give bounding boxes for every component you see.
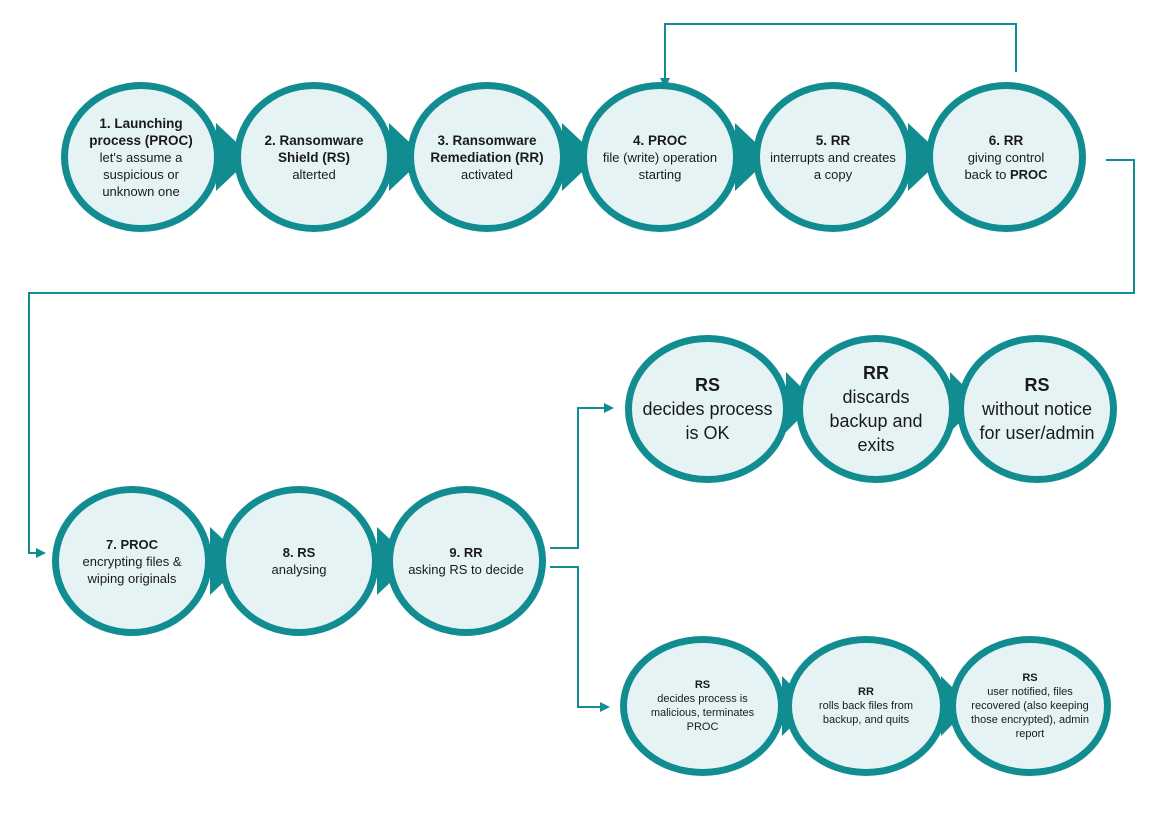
node-body-line-2: back to PROC [964, 166, 1047, 183]
branch-ok-arrow [550, 403, 614, 549]
node-body: alterted [292, 166, 336, 182]
node-body: without notice for user/admin [979, 399, 1095, 443]
node-title: RS [694, 679, 711, 691]
node-body-text: back to [964, 166, 1010, 182]
node-title: RR [858, 686, 874, 698]
node-title: 1. Launching process (PROC) [89, 115, 193, 148]
node-body: discards backup and exits [829, 387, 923, 455]
node-title: 7. PROC [105, 536, 158, 552]
node-body: rolls back files from backup, and quits [818, 700, 914, 726]
step-9-rr-asking: 9. RR asking RS to decide [386, 486, 546, 636]
node-body: giving control [967, 149, 1045, 165]
ok-rr-discards-backup: RR discards backup and exits [796, 335, 956, 483]
bad-rs-decides-malicious: RS decides process is malicious, termina… [620, 636, 785, 776]
node-body-bold: PROC [1009, 166, 1048, 182]
node-title: 9. RR [449, 545, 483, 560]
loop-back-arrow [660, 23, 1017, 88]
node-body: encrypting files & wiping originals [82, 553, 182, 586]
node-title: RR [863, 363, 889, 383]
node-title: RS [1022, 672, 1038, 684]
ok-rs-decides-ok: RS decides process is OK [625, 335, 790, 483]
node-body: interrupts and creates a copy [770, 149, 896, 182]
node-title: 6. RR [988, 132, 1024, 148]
step-4-proc-write: 4. PROC file (write) operation starting [580, 82, 740, 232]
node-title: 2. Ransomware Shield (RS) [264, 132, 364, 165]
node-body: activated [460, 166, 514, 182]
node-title: RS [694, 375, 720, 395]
step-8-rs-analysing: 8. RS analysing [219, 486, 379, 636]
node-body: asking RS to decide [408, 562, 524, 577]
node-body: decides process is OK [642, 399, 773, 443]
node-body: user notified, files recovered (also kee… [970, 686, 1089, 740]
node-title: 8. RS [282, 545, 316, 560]
ok-rs-without-notice: RS without notice for user/admin [957, 335, 1117, 483]
branch-malicious-arrow [550, 566, 610, 712]
node-title: 5. RR [815, 132, 851, 148]
row-wrap-arrow [28, 159, 1135, 558]
node-title: 4. PROC [632, 132, 687, 148]
step-7-proc-encrypting: 7. PROC encrypting files & wiping origin… [52, 486, 212, 636]
node-body: analysing [271, 562, 327, 577]
node-body: let's assume a suspicious or unknown one [99, 149, 183, 199]
node-body: decides process is malicious, terminates… [650, 693, 755, 733]
bad-rs-user-notified: RS user notified, files recovered (also … [949, 636, 1111, 776]
step-2-ransomware-shield: 2. Ransomware Shield (RS) alterted [234, 82, 394, 232]
step-3-ransomware-remediation: 3. Ransomware Remediation (RR) activated [407, 82, 567, 232]
node-body: file (write) operation starting [602, 149, 718, 182]
node-title: 3. Ransomware Remediation (RR) [430, 132, 544, 165]
step-6-rr-giving-control: 6. RR giving control back to PROC [926, 82, 1086, 232]
step-5-rr-interrupts: 5. RR interrupts and creates a copy [753, 82, 913, 232]
node-title: RS [1024, 375, 1050, 395]
bad-rr-rolls-back: RR rolls back files from backup, and qui… [785, 636, 947, 776]
step-1-launching-process: 1. Launching process (PROC) let's assume… [61, 82, 221, 232]
